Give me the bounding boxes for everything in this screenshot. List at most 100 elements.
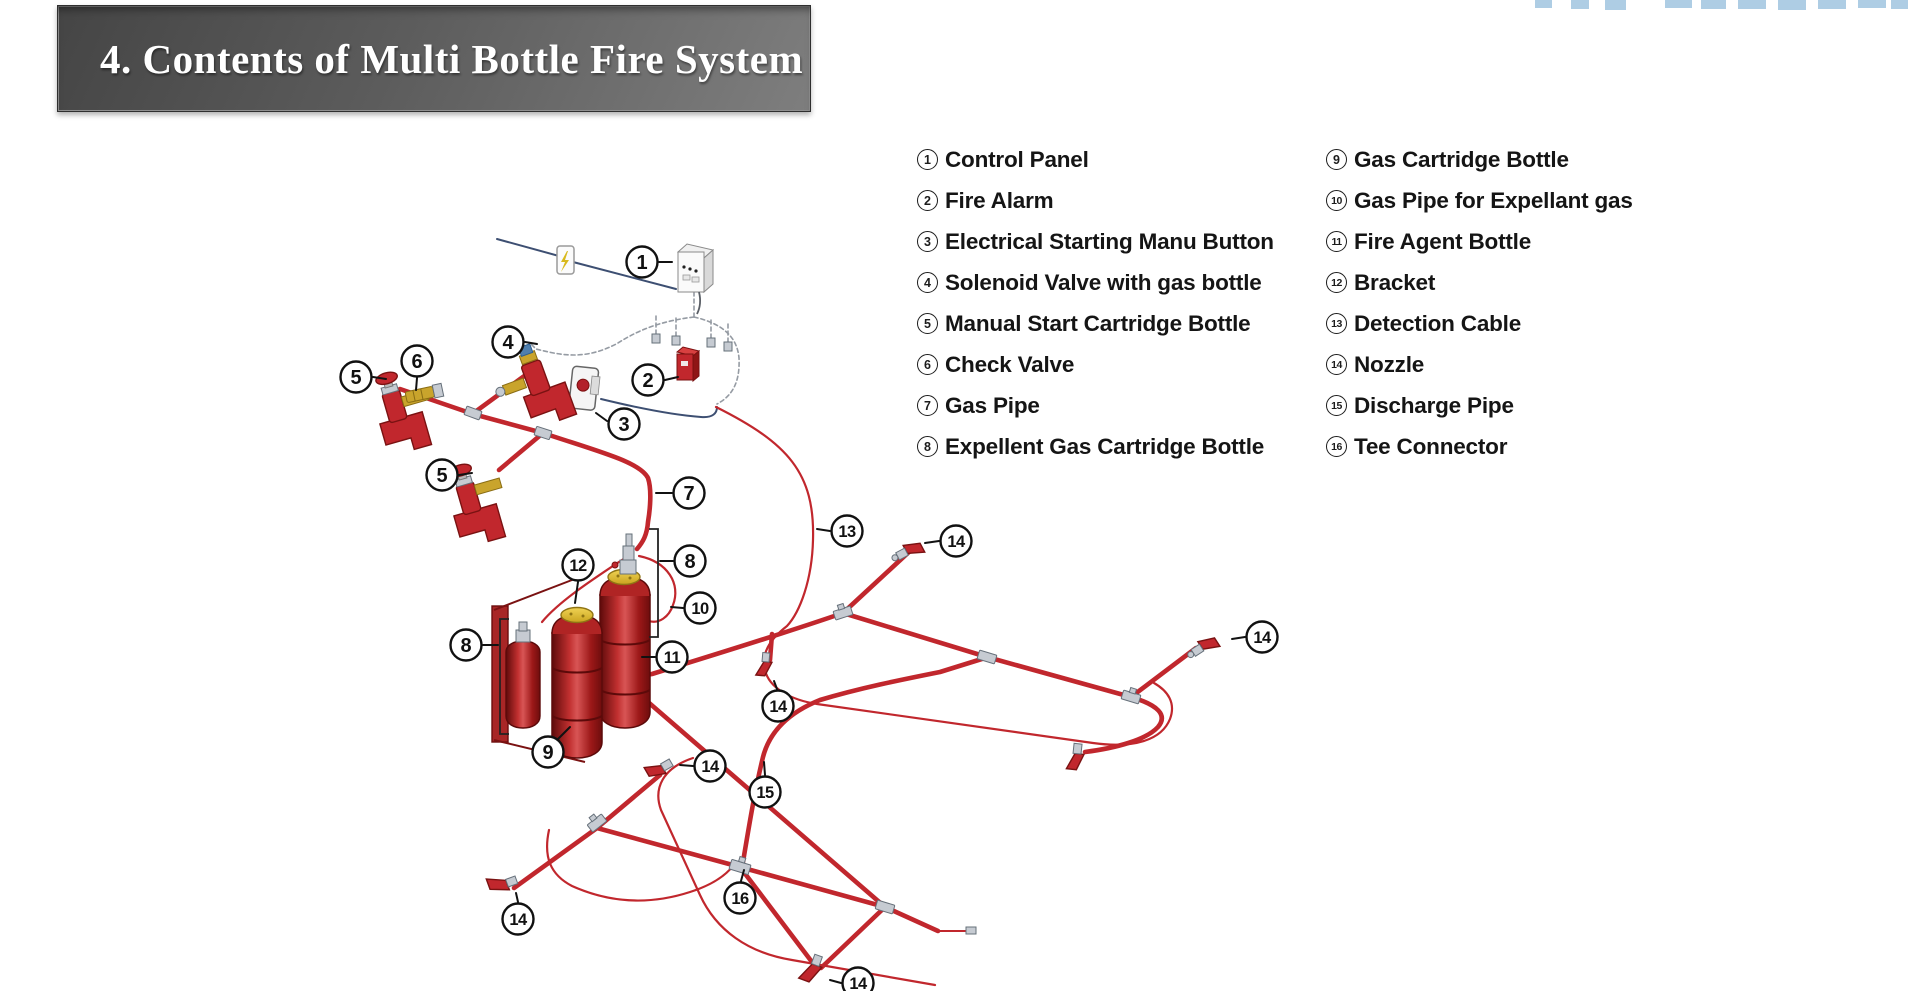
callout-leader xyxy=(415,377,418,391)
legend-number-badge: 14 xyxy=(1326,354,1347,375)
legend-number-badge: 16 xyxy=(1326,436,1347,457)
svg-text:14: 14 xyxy=(509,911,528,929)
svg-text:3: 3 xyxy=(618,414,629,436)
callout-14: 14 xyxy=(939,524,973,558)
legend-number-badge: 11 xyxy=(1326,231,1347,252)
svg-text:7: 7 xyxy=(683,483,694,505)
legend-label: Check Valve xyxy=(945,351,1075,377)
callout-leader xyxy=(670,606,684,609)
legend-label: Control Panel xyxy=(945,146,1089,172)
legend-label: Tee Connector xyxy=(1354,433,1508,459)
nozzle-icon xyxy=(1065,742,1086,771)
nozzles xyxy=(485,542,1222,983)
legend-label: Expellent Gas Cartridge Bottle xyxy=(945,433,1265,459)
callout-leader xyxy=(924,540,940,544)
callout-15: 15 xyxy=(748,775,782,809)
legend-number-badge: 6 xyxy=(917,354,938,375)
gas-cartridge-bottle xyxy=(505,621,541,729)
nozzle-icon xyxy=(643,758,674,778)
legend-label: Solenoid Valve with gas bottle xyxy=(945,269,1262,295)
legend-number-badge: 1 xyxy=(917,149,938,170)
slide-title-bar: 4. Contents of Multi Bottle Fire System xyxy=(57,5,811,112)
callout-10: 10 xyxy=(683,591,717,625)
callout-leader xyxy=(763,761,766,776)
legend-item-11: 11 Fire Agent Bottle xyxy=(1326,221,1633,262)
callout-brackets xyxy=(499,528,659,735)
svg-text:5: 5 xyxy=(436,465,447,487)
nozzle-icon xyxy=(891,542,926,562)
legend-number-badge: 7 xyxy=(917,395,938,416)
callout-16: 16 xyxy=(723,881,757,915)
callout-leader xyxy=(557,726,571,740)
check-valve xyxy=(404,382,445,403)
callout-leader xyxy=(524,341,538,345)
check-valve-stack xyxy=(611,533,637,575)
legend-number-badge: 9 xyxy=(1326,149,1347,170)
svg-text:14: 14 xyxy=(1253,629,1272,647)
svg-text:8: 8 xyxy=(460,635,471,657)
svg-text:14: 14 xyxy=(769,698,788,716)
callout-14: 14 xyxy=(1245,620,1279,654)
svg-text:15: 15 xyxy=(756,784,774,802)
callout-leader xyxy=(458,472,473,476)
sensor-harness xyxy=(530,291,740,405)
legend-number-badge: 3 xyxy=(917,231,938,252)
callout-1: 1 xyxy=(625,245,659,279)
svg-text:8: 8 xyxy=(684,551,695,573)
detection-wiring xyxy=(496,238,718,419)
callout-4: 4 xyxy=(491,325,525,359)
callout-14: 14 xyxy=(693,749,727,783)
svg-text:16: 16 xyxy=(731,890,749,908)
callout-14: 14 xyxy=(761,689,795,723)
nozzle-icon xyxy=(754,651,774,677)
fire-agent-bottle-front xyxy=(551,606,603,759)
callout-8: 8 xyxy=(449,628,483,662)
svg-text:14: 14 xyxy=(849,975,868,991)
legend-number-badge: 10 xyxy=(1326,190,1347,211)
callout-leader xyxy=(773,680,778,690)
legend-label: Nozzle xyxy=(1354,351,1425,377)
junction-box xyxy=(556,245,575,275)
svg-text:5: 5 xyxy=(350,367,361,389)
legend-item-6: 6 Check Valve xyxy=(917,344,1274,385)
svg-text:4: 4 xyxy=(502,332,514,354)
legend-number-badge: 13 xyxy=(1326,313,1347,334)
legend-label: Fire Agent Bottle xyxy=(1354,228,1532,254)
svg-text:2: 2 xyxy=(642,370,653,392)
page-title: 4. Contents of Multi Bottle Fire System xyxy=(100,35,804,82)
legend-number-badge: 5 xyxy=(917,313,938,334)
callout-13: 13 xyxy=(830,514,864,548)
tee-fittings xyxy=(463,405,1142,915)
callout-leader xyxy=(679,764,694,767)
manual-button xyxy=(568,365,601,411)
callout-leader xyxy=(816,528,831,532)
callout-5: 5 xyxy=(425,458,459,492)
legend-number-badge: 2 xyxy=(917,190,938,211)
nozzle-icon xyxy=(797,953,824,983)
legend-item-2: 2 Fire Alarm xyxy=(917,180,1274,221)
svg-text:11: 11 xyxy=(664,649,681,667)
svg-text:14: 14 xyxy=(947,533,966,551)
callout-3: 3 xyxy=(607,407,641,441)
legend-item-16: 16 Tee Connector xyxy=(1326,426,1633,467)
legend-label: Fire Alarm xyxy=(945,187,1054,213)
fire-agent-bottle-rear xyxy=(599,568,651,729)
callout-leader xyxy=(829,979,842,984)
fire-alarm xyxy=(675,346,701,383)
callout-leader xyxy=(372,376,387,380)
legend-label: Detection Cable xyxy=(1354,310,1522,336)
nozzle-icon xyxy=(485,875,519,891)
partial-logo xyxy=(1535,0,1908,10)
svg-text:14: 14 xyxy=(701,758,720,776)
control-panel xyxy=(676,243,715,315)
solenoid-valve xyxy=(495,343,578,422)
legend-label: Bracket xyxy=(1354,269,1436,295)
